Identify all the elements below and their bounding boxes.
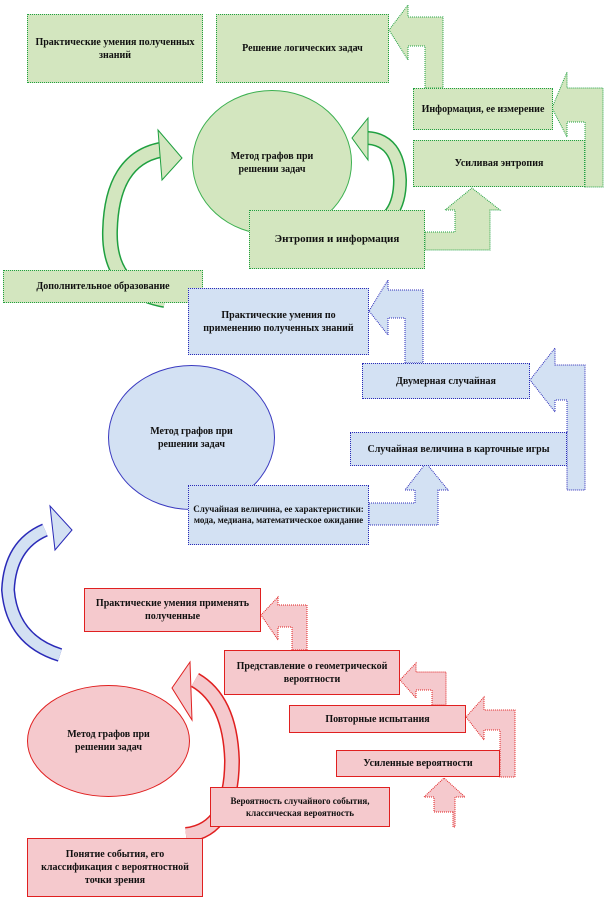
blue-practical-skills-box: Практические умения по применению получе… — [188, 288, 369, 355]
arrow-enhanced-to-repeated — [465, 695, 516, 778]
red-practical-skills-box: Практические умения применять полученные — [84, 588, 261, 632]
red-geometric-box: Представление о геометрической вероятнос… — [224, 650, 400, 695]
green-practical-skills-box: Практические умения полученных знаний — [27, 14, 203, 83]
green-information-box: Информация, ее измерение — [413, 88, 553, 130]
green-entropy-information-box: Энтропия и информация — [249, 210, 425, 269]
blue-two-dim-box: Двумерная случайная — [362, 363, 530, 399]
arrow-entropyinfo-up — [424, 187, 502, 251]
red-enhanced-box: Усиленные вероятности — [336, 750, 500, 777]
arrow-cards-to-twodim — [529, 346, 586, 491]
red-probability-box: Вероятность случайного события, классиче… — [210, 787, 390, 827]
arrow-info-to-logic — [388, 3, 444, 89]
curved-arrow-red — [171, 660, 241, 843]
blue-cards-box: Случайная величина в карточные игры — [350, 432, 567, 466]
red-event-box: Понятие события, его классификация с вер… — [27, 838, 203, 897]
red-method-ellipse: Метод графов при решении задач — [27, 685, 190, 797]
green-entropy-gain-box: Усиливая энтропия — [413, 140, 585, 187]
green-extra-education-box: Дополнительное образование — [3, 270, 203, 303]
curved-arrow-blue — [0, 504, 73, 662]
arrow-twodim-to-practical — [368, 278, 424, 364]
blue-random-variable-box: Случайная величина, ее характеристики: м… — [188, 485, 369, 545]
arrow-geometric-to-practical — [260, 595, 308, 651]
red-repeated-box: Повторные испытания — [289, 705, 466, 733]
arrow-repeated-to-geometric — [399, 661, 447, 706]
arrow-entropy-to-info — [551, 71, 604, 188]
green-logic-tasks-box: Решение логических задач — [216, 14, 389, 83]
arrow-randomvar-up — [368, 462, 450, 526]
arrow-probability-up — [422, 777, 467, 828]
